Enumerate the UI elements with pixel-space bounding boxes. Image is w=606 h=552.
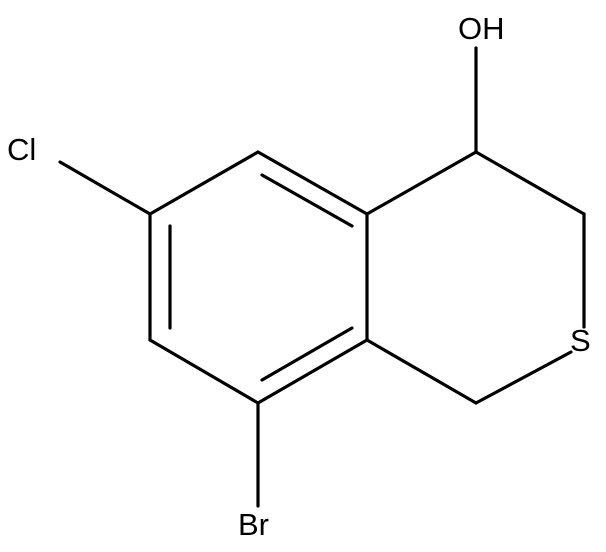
bond-c4-c3 (474, 150, 586, 216)
bond-c4a-c4 (365, 150, 478, 216)
double-bond-c5-c4a (260, 173, 354, 228)
double-bond-c8a-c8 (260, 326, 354, 382)
bond-c6-c5 (148, 150, 260, 216)
bond-c8-c7 (148, 338, 260, 405)
atom-label-oh: OH (458, 11, 505, 46)
bond-c6-cl (58, 160, 152, 216)
atom-label-s: S (570, 323, 591, 358)
bond-c5-c4a (256, 150, 369, 216)
bond-c1-c8a (365, 338, 478, 405)
atom-label-br: Br (238, 507, 269, 542)
atom-label-cl: Cl (7, 132, 36, 167)
bond-c8a-c8 (256, 338, 369, 405)
bond-s-c1 (474, 350, 573, 405)
